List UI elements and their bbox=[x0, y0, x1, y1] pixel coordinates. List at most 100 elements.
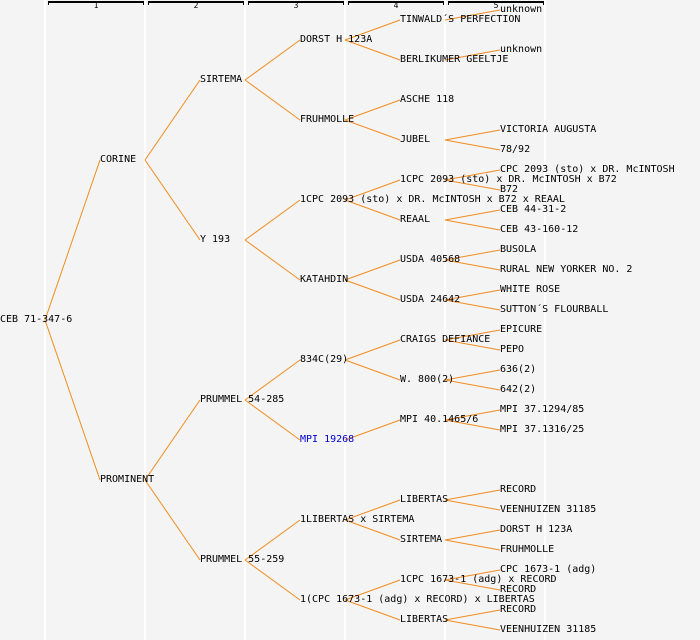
connector-line bbox=[444, 499, 501, 511]
connector-line bbox=[344, 199, 401, 221]
connector-line bbox=[444, 249, 501, 261]
column-separator bbox=[244, 0, 246, 640]
pedigree-node: CPC 1673-1 (adg) bbox=[500, 564, 597, 575]
pedigree-node: RURAL NEW YORKER NO. 2 bbox=[500, 264, 633, 275]
generation-bracket bbox=[448, 1, 544, 5]
connector-line bbox=[444, 339, 501, 351]
pedigree-node: 1LIBERTAS x SIRTEMA bbox=[300, 514, 415, 525]
pedigree-node: VICTORIA AUGUSTA bbox=[500, 124, 597, 135]
connector-line bbox=[44, 319, 101, 481]
connector-line bbox=[444, 9, 501, 21]
connector-line bbox=[444, 619, 501, 631]
connector-line bbox=[344, 339, 401, 361]
generation-number: 2 bbox=[193, 1, 199, 10]
pedigree-node: JUBEL bbox=[400, 134, 431, 145]
connector-line bbox=[444, 569, 501, 581]
connector-line bbox=[344, 419, 401, 441]
pedigree-node: FRUHMOLLE bbox=[500, 544, 555, 555]
connector-line bbox=[144, 479, 201, 561]
connector-line bbox=[444, 219, 501, 231]
connector-line bbox=[244, 199, 301, 241]
generation-bracket bbox=[348, 1, 444, 5]
pedigree-node: RECORD bbox=[500, 584, 537, 595]
pedigree-node: RECORD bbox=[500, 484, 537, 495]
pedigree-node[interactable]: MPI 19268 bbox=[300, 434, 355, 445]
pedigree-node: WHITE ROSE bbox=[500, 284, 561, 295]
connector-line bbox=[144, 159, 201, 241]
generation-bracket bbox=[148, 1, 244, 5]
pedigree-node: BERLIKUMER GEELTJE bbox=[400, 54, 509, 65]
pedigree-node: VEENHUIZEN 31185 bbox=[500, 504, 597, 515]
generation-number: 4 bbox=[393, 1, 399, 10]
connector-line bbox=[344, 119, 401, 141]
pedigree-node: 1(CPC 1673-1 (adg) x RECORD) x LIBERTAS bbox=[300, 594, 535, 605]
connector-line bbox=[444, 169, 501, 181]
connector-line bbox=[444, 259, 501, 271]
pedigree-node: PEPO bbox=[500, 344, 525, 355]
connector-line bbox=[344, 39, 401, 61]
pedigree-node: CORINE bbox=[100, 154, 137, 165]
pedigree-node: Y 193 bbox=[200, 234, 231, 245]
connector-line bbox=[444, 579, 501, 591]
pedigree-node: LIBERTAS bbox=[400, 494, 449, 505]
pedigree-node: MPI 37.1294/85 bbox=[500, 404, 585, 415]
connector-line bbox=[144, 79, 201, 161]
connector-line bbox=[444, 49, 501, 61]
generation-number: 1 bbox=[93, 1, 99, 10]
pedigree-node: W. 800(2) bbox=[400, 374, 455, 385]
connector-line bbox=[344, 519, 401, 541]
connector-line bbox=[344, 259, 401, 281]
pedigree-node: unknown bbox=[500, 44, 543, 55]
pedigree-node: MPI 40.1465/6 bbox=[400, 414, 479, 425]
generation-number: 5 bbox=[493, 1, 499, 10]
pedigree-node: CPC 2093 (sto) x DR. McINTOSH bbox=[500, 164, 675, 175]
pedigree-node: SIRTEMA bbox=[200, 74, 243, 85]
connector-line bbox=[244, 39, 301, 81]
pedigree-node: USDA 40568 bbox=[400, 254, 461, 265]
generation-number: 3 bbox=[293, 1, 299, 10]
connector-line bbox=[244, 79, 301, 121]
pedigree-node: LIBERTAS bbox=[400, 614, 449, 625]
connector-line bbox=[344, 579, 401, 601]
connector-line bbox=[444, 139, 501, 151]
connector-line bbox=[344, 19, 401, 41]
connector-line bbox=[244, 519, 301, 561]
pedigree-node: FRUHMOLLE bbox=[300, 114, 355, 125]
pedigree-node: KATAHDIN bbox=[300, 274, 349, 285]
pedigree-node: 1CPC 2093 (sto) x DR. McINTOSH x B72 x R… bbox=[300, 194, 565, 205]
connector-line bbox=[244, 399, 301, 441]
connector-line bbox=[244, 359, 301, 401]
pedigree-node: 1CPC 1673-1 (adg) x RECORD bbox=[400, 574, 557, 585]
pedigree-node: 642(2) bbox=[500, 384, 537, 395]
pedigree-node: SIRTEMA bbox=[400, 534, 443, 545]
column-separator bbox=[344, 0, 346, 640]
generation-bracket bbox=[48, 1, 144, 5]
pedigree-node: B72 bbox=[500, 184, 519, 195]
connector-line bbox=[444, 379, 501, 391]
pedigree-node: 834C(29) bbox=[300, 354, 349, 365]
pedigree-node: DORST H 123A bbox=[300, 34, 373, 45]
connector-line bbox=[444, 419, 501, 431]
column-separator bbox=[544, 0, 546, 640]
pedigree-node: USDA 24642 bbox=[400, 294, 461, 305]
pedigree-node: VEENHUIZEN 31185 bbox=[500, 624, 597, 635]
connector-line bbox=[444, 489, 501, 501]
connector-line bbox=[244, 239, 301, 281]
pedigree-node: CRAIGS DEFIANCE bbox=[400, 334, 491, 345]
connector-line bbox=[444, 609, 501, 621]
connector-line bbox=[444, 329, 501, 341]
pedigree-node: TINWALD´S PERFECTION bbox=[400, 14, 521, 25]
pedigree-node: EPICURE bbox=[500, 324, 543, 335]
pedigree-node: REAAL bbox=[400, 214, 431, 225]
root-node: CEB 71-347-6 bbox=[0, 314, 73, 325]
pedigree-node: BUSOLA bbox=[500, 244, 537, 255]
pedigree-node: PRUMMEL 55-259 bbox=[200, 554, 285, 565]
pedigree-node: unknown bbox=[500, 4, 543, 15]
connector-line bbox=[444, 369, 501, 381]
pedigree-node: 1CPC 2093 (sto) x DR. McINTOSH x B72 bbox=[400, 174, 617, 185]
connector-line bbox=[344, 99, 401, 121]
pedigree-node: 636(2) bbox=[500, 364, 537, 375]
generation-bracket bbox=[248, 1, 344, 5]
pedigree-node: PROMINENT bbox=[100, 474, 155, 485]
